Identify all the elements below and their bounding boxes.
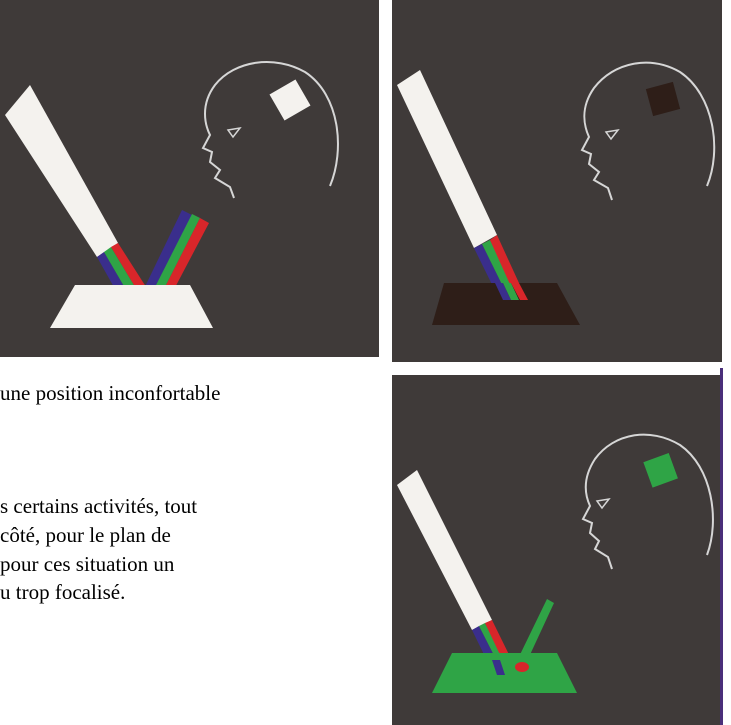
red-spot xyxy=(515,662,529,672)
illustration-panel-white xyxy=(0,0,379,357)
illustration-green-svg xyxy=(392,375,722,725)
green-surface xyxy=(432,653,577,693)
reflecting-surface xyxy=(50,285,213,328)
accent-line xyxy=(720,368,723,725)
text-line-4: pour ces situation un xyxy=(0,554,174,575)
illustration-panel-green xyxy=(392,375,722,725)
illustration-white-svg xyxy=(0,0,379,357)
text-line-3: côté, pour le plan de xyxy=(0,525,171,546)
text-line-2: s certains activités, tout xyxy=(0,496,197,517)
illustration-dark-svg xyxy=(392,0,722,362)
text-line-5: u trop focalisé. xyxy=(0,582,125,603)
illustration-panel-dark xyxy=(392,0,722,362)
text-line-1: une position inconfortable xyxy=(0,383,220,404)
